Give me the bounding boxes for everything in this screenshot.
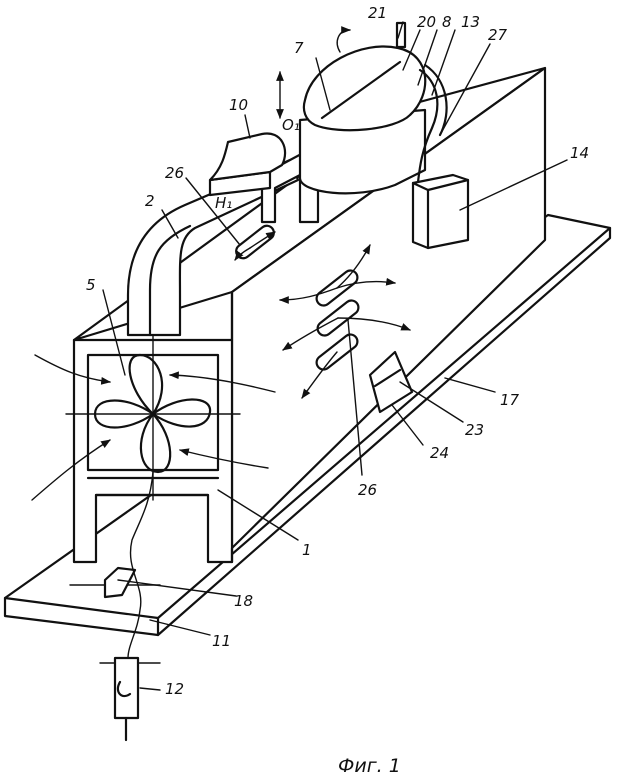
label-13: 13 xyxy=(461,13,480,31)
label-21: 21 xyxy=(368,4,387,22)
label-20: 20 xyxy=(417,13,436,31)
label-24: 24 xyxy=(430,444,449,462)
label-h1: H₁ xyxy=(215,194,232,212)
label-1: 1 xyxy=(302,541,312,559)
label-8: 8 xyxy=(442,13,452,31)
label-26-bottom: 26 xyxy=(358,481,377,499)
label-10: 10 xyxy=(229,96,248,114)
label-17: 17 xyxy=(500,391,520,409)
label-23: 23 xyxy=(465,421,484,439)
label-26-top: 26 xyxy=(165,164,184,182)
label-14: 14 xyxy=(570,144,589,162)
label-2: 2 xyxy=(145,192,155,210)
label-o1: O₁ xyxy=(282,116,300,134)
label-5: 5 xyxy=(86,276,96,294)
label-18: 18 xyxy=(234,592,253,610)
label-12: 12 xyxy=(165,680,184,698)
figure-caption: Фиг. 1 xyxy=(338,755,401,777)
label-27: 27 xyxy=(488,26,508,44)
label-11: 11 xyxy=(212,632,231,650)
box-14 xyxy=(413,175,468,248)
probe-12 xyxy=(100,658,160,740)
label-7: 7 xyxy=(294,39,304,57)
